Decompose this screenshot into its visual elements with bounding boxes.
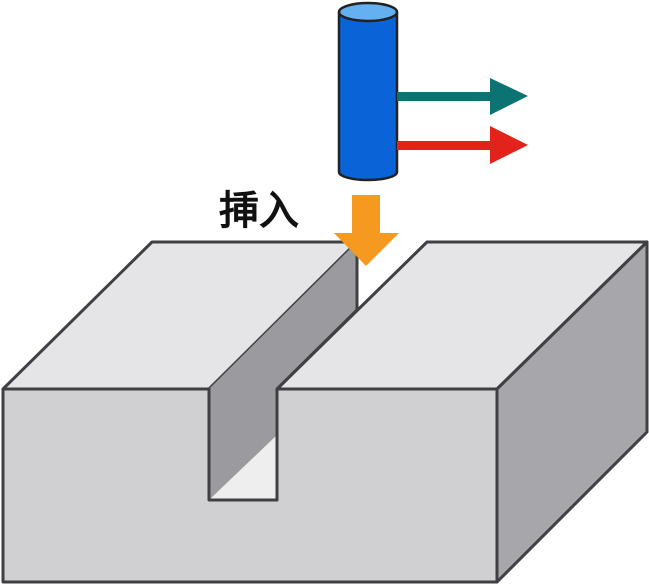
right-arrow-icon — [397, 126, 528, 164]
tool-top-face — [337, 1, 399, 23]
block — [1, 240, 649, 584]
cylinder-tool-icon — [337, 1, 399, 182]
tool-bottom-cap — [337, 171, 399, 182]
insert-label: 挿入 — [219, 188, 299, 234]
right-arrow-icon — [397, 78, 528, 115]
slot-edge-diag — [275, 308, 359, 391]
slot-wall — [209, 242, 357, 500]
down-arrow-icon — [334, 195, 399, 266]
tool-body — [339, 12, 397, 172]
